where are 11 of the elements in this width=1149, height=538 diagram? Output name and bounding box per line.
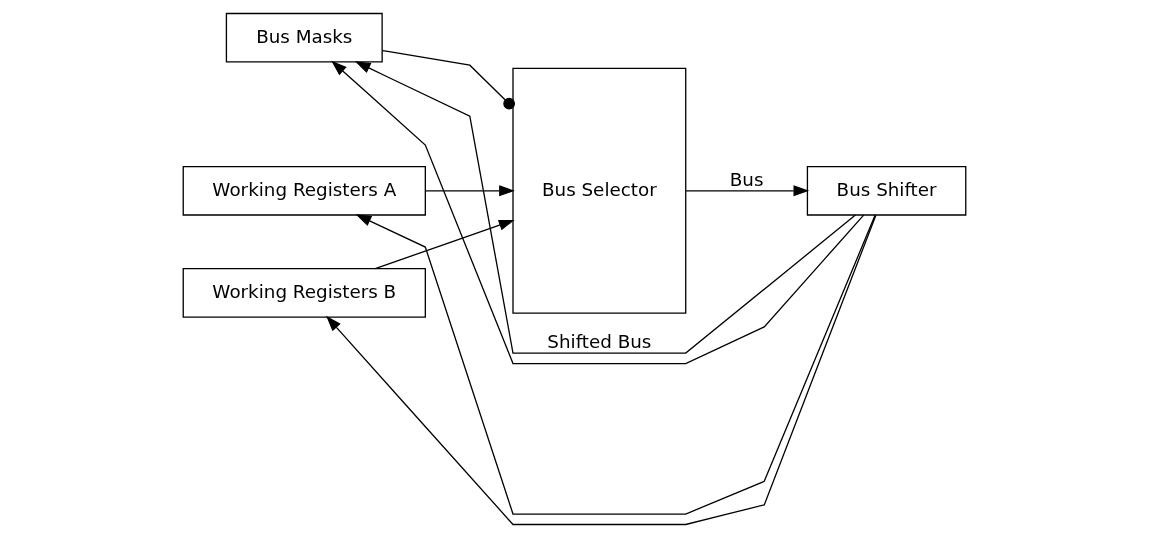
arrow <box>685 185 810 197</box>
node-box: Bus Shifter <box>806 165 967 216</box>
node-box: Working Registers B <box>182 268 426 318</box>
edge-label: Bus <box>729 168 764 190</box>
arrow <box>424 185 515 197</box>
arrow <box>374 219 515 270</box>
node-box: Bus Selector <box>512 67 687 314</box>
node-box: Bus Masks <box>225 12 383 63</box>
node-box: Working Registers A <box>182 165 426 216</box>
edge-label: Shifted Bus <box>547 331 652 353</box>
connector <box>381 49 516 110</box>
